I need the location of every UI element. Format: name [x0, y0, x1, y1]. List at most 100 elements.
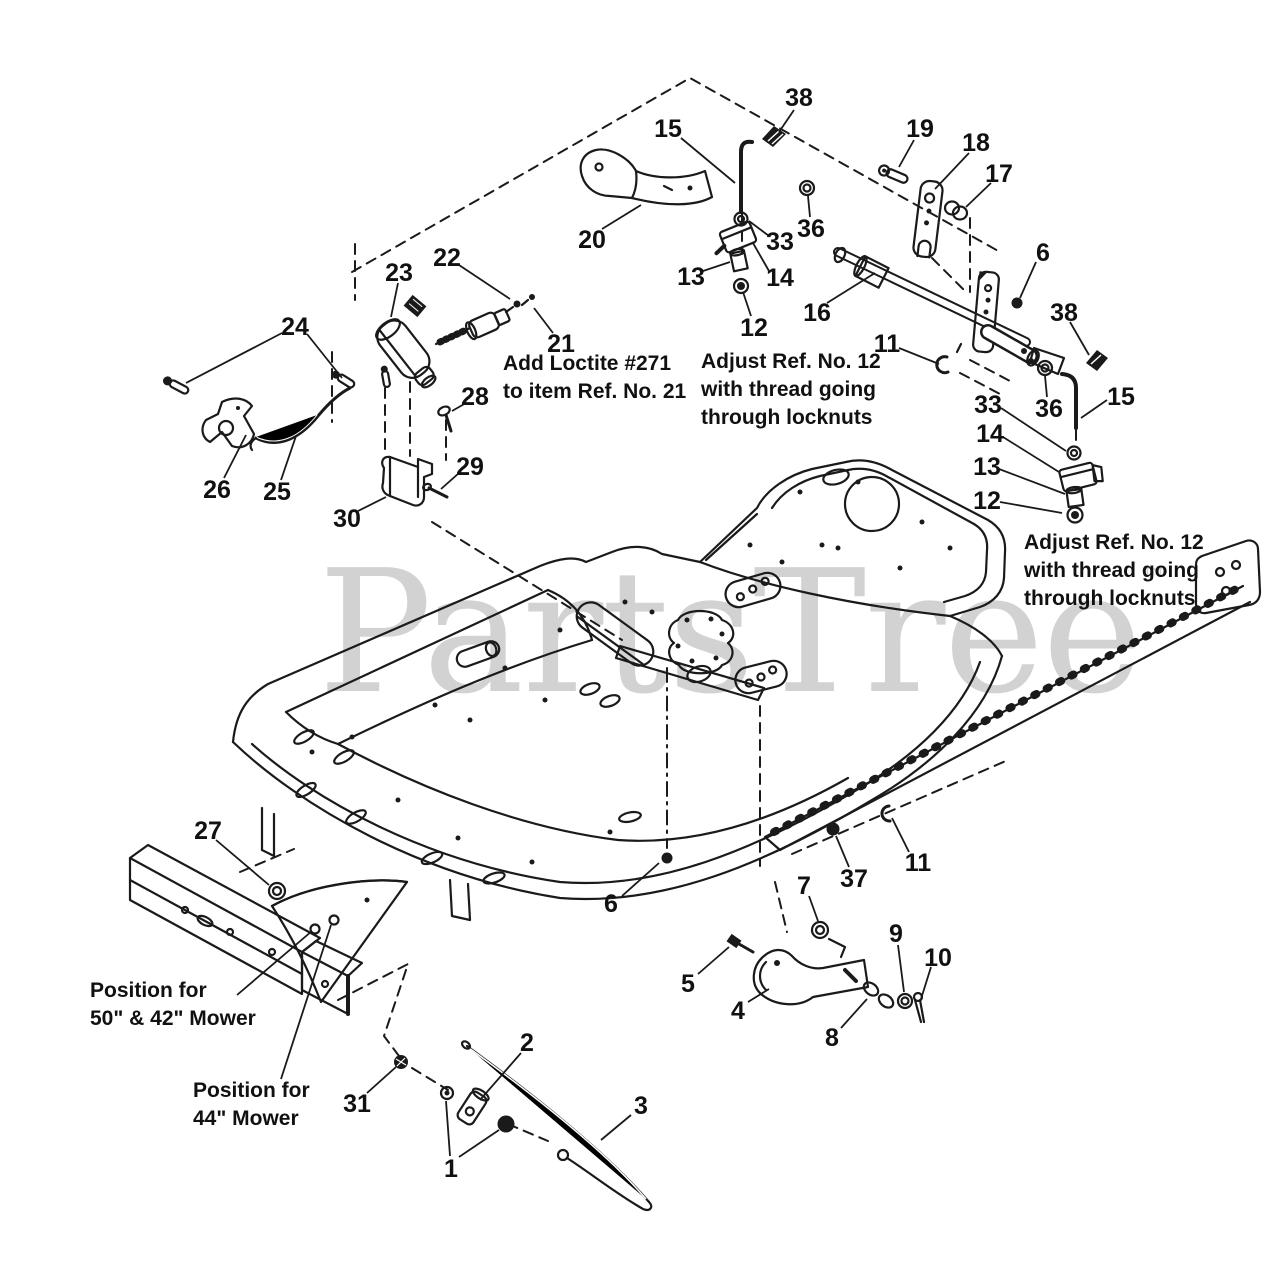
- callout-label-11: 11: [905, 849, 932, 877]
- deck-interior-details: [293, 542, 825, 885]
- nut-36-right: [1036, 359, 1054, 377]
- callout-label-38: 38: [1050, 299, 1078, 327]
- spacer-13-right: [1065, 485, 1085, 509]
- callout-label-12: 12: [740, 314, 768, 342]
- bolt-22a: [513, 300, 521, 308]
- callout-label-21: 21: [547, 330, 575, 358]
- leader-line: [458, 264, 511, 300]
- leader-line: [742, 291, 752, 317]
- bracket-30-group: [381, 405, 453, 507]
- small-roller-part: [455, 640, 501, 668]
- callout-label-14: 14: [976, 420, 1004, 448]
- leader-lines: [185, 109, 1108, 1158]
- leader-line: [390, 282, 399, 318]
- locknut-12-top: [732, 277, 750, 295]
- lift-rod-15-top: [714, 126, 816, 295]
- leader-line: [702, 261, 731, 272]
- bolt-24-left: [163, 376, 190, 395]
- callout-label-10: 10: [924, 944, 952, 972]
- leader-line: [366, 1066, 397, 1094]
- leader-line: [747, 988, 770, 1003]
- callout-label-23: 23: [385, 259, 413, 287]
- trunnion-14-top: [714, 220, 758, 256]
- leader-line: [451, 402, 467, 412]
- clevis-2: [456, 1087, 490, 1126]
- locknut-12-right: [1066, 506, 1084, 524]
- leader-line: [185, 332, 283, 384]
- callout-label-36: 36: [797, 215, 825, 243]
- leader-line: [1069, 321, 1090, 356]
- ball-1b: [497, 1115, 515, 1133]
- callout-label-27: 27: [194, 817, 222, 845]
- callout-label-18: 18: [962, 129, 990, 157]
- callout-label-30: 30: [333, 505, 361, 533]
- callout-label-20: 20: [578, 226, 606, 254]
- leader-line: [223, 434, 247, 479]
- leader-line: [808, 895, 819, 922]
- position-hole-44: [328, 914, 340, 926]
- callout-label-26: 26: [203, 476, 231, 504]
- leader-line: [748, 220, 770, 237]
- leader-line: [458, 1129, 500, 1158]
- bolt-5: [726, 933, 742, 949]
- bolt-37: [826, 822, 840, 836]
- gusset-plate: [270, 879, 409, 1004]
- screw-29: [427, 486, 449, 499]
- callout-label-15: 15: [654, 115, 682, 143]
- leader-line: [280, 924, 332, 1080]
- leader-line: [752, 242, 770, 272]
- leader-line: [215, 839, 270, 886]
- callout-label-25: 25: [263, 478, 291, 506]
- callout-label-16: 16: [803, 299, 831, 327]
- position-hole-50-42: [309, 923, 321, 935]
- callout-label-13: 13: [677, 263, 705, 291]
- callout-label-37: 37: [840, 865, 868, 893]
- latch-26-rod-25: [163, 365, 391, 452]
- leader-line: [934, 152, 970, 190]
- callout-label-3: 3: [634, 1092, 648, 1120]
- callout-label-19: 19: [906, 115, 934, 143]
- leader-line: [998, 468, 1066, 495]
- callout-label-33: 33: [974, 391, 1002, 419]
- leader-line: [897, 944, 905, 993]
- callout-label-6: 6: [1036, 239, 1050, 267]
- hook-11-lower: [880, 804, 892, 823]
- leader-line: [621, 862, 660, 897]
- leader-line: [826, 272, 876, 304]
- callout-label-5: 5: [681, 970, 695, 998]
- trademark-symbol: ™: [1140, 564, 1167, 594]
- leader-line: [898, 139, 915, 168]
- callout-label-36: 36: [1035, 395, 1063, 423]
- leader-line: [778, 109, 795, 133]
- leader-line: [1019, 261, 1037, 299]
- callout-label-31: 31: [343, 1090, 371, 1118]
- callout-label-13: 13: [973, 453, 1001, 481]
- leader-line: [999, 501, 1063, 514]
- leader-line: [533, 307, 554, 334]
- callout-label-15: 15: [1107, 383, 1135, 411]
- bracket-18: [912, 179, 944, 259]
- leader-line: [1002, 436, 1060, 473]
- bumper-assembly: [128, 843, 409, 1016]
- link-rod-group: [394, 1040, 653, 1211]
- callout-label-29: 29: [456, 453, 484, 481]
- leader-line: [697, 946, 730, 975]
- leader-line: [440, 472, 460, 490]
- spacer-13-top: [729, 247, 749, 273]
- bolt-22b: [529, 294, 535, 300]
- nut-9: [896, 992, 914, 1010]
- leader-line: [965, 182, 992, 208]
- callout-label-12: 12: [973, 487, 1001, 515]
- callout-label-38: 38: [785, 84, 813, 112]
- callout-label-14: 14: [766, 264, 794, 292]
- nut-33-top: [733, 211, 749, 227]
- leader-line: [445, 1100, 451, 1157]
- leader-line: [835, 835, 850, 868]
- support-bar: [661, 539, 1262, 864]
- right-hanger-bracket: [935, 270, 1066, 376]
- bolt-24-right: [331, 370, 356, 389]
- leader-line: [479, 1052, 522, 1101]
- leader-line: [680, 137, 736, 184]
